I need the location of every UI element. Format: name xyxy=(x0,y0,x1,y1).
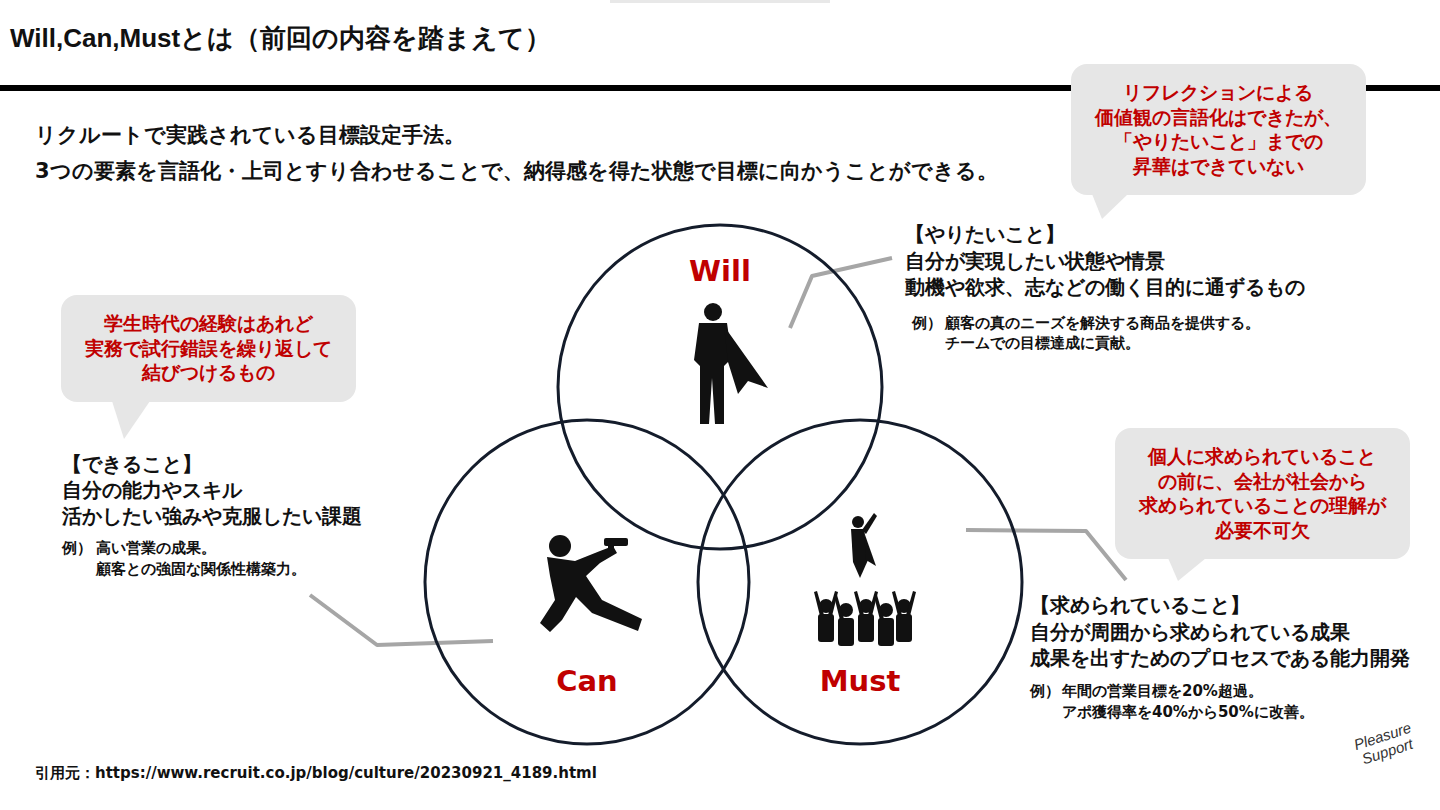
can-fighter-icon xyxy=(540,535,642,632)
intro-text: 3つの要素を言語化・上司とすり合わせることで、納得感を得た状態で目標に向かうこと… xyxy=(35,158,998,184)
description-text: 自分が実現したい状態や情景 xyxy=(905,249,1165,274)
watermark: Pleasure Support xyxy=(1343,717,1427,771)
callout-tail xyxy=(1090,194,1134,221)
must-crowd-icon xyxy=(814,591,916,646)
example-text: 年間の営業目標を20%超過。 xyxy=(1062,682,1263,701)
description-text: 自分が周囲から求められている成果 xyxy=(1030,620,1350,645)
callout-box: 学生時代の経験はあれど 実務で試行錯誤を繰り返して 結びつけるもの xyxy=(61,295,356,402)
description-text: 自分の能力やスキル xyxy=(62,478,242,503)
description-text: 動機や欲求、志などの働く目的に通ずるもの xyxy=(905,275,1305,300)
leader-line xyxy=(966,530,1126,580)
example-text: 顧客との強固な関係性構築力。 xyxy=(96,560,306,579)
example-text: アポ獲得率を40%から50%に改善。 xyxy=(1062,703,1314,722)
will-hero-icon xyxy=(694,303,768,424)
callout-box: 個人に求められていること の前に、会社が社会から 求められていることの理解が 必… xyxy=(1115,428,1410,559)
example-text: チームでの目標達成に貢献。 xyxy=(945,334,1140,353)
example-text: 高い営業の成果。 xyxy=(96,539,216,558)
circle-label: Must xyxy=(820,664,901,698)
callout-text: リフレクションによる 価値観の言語化はできたが、 「やりたいこと」までの 昇華は… xyxy=(1093,80,1344,179)
slide-title: Will,Can,Mustとは（前回の内容を踏まえて） xyxy=(10,22,551,55)
venn-circle: Can xyxy=(425,420,749,744)
callout-text: 個人に求められていること の前に、会社が社会から 求められていることの理解が 必… xyxy=(1137,444,1388,543)
callout-tail xyxy=(112,401,150,439)
circle-outline xyxy=(698,420,1022,744)
section-heading: 【求められていること】 xyxy=(1030,593,1250,618)
example-text: 顧客の真のニーズを解決する商品を提供する。 xyxy=(945,314,1260,333)
section-heading: 【やりたいこと】 xyxy=(905,222,1065,247)
description-text: 成果を出すためのプロセスである能力開発 xyxy=(1030,646,1410,671)
circle-label: Can xyxy=(556,664,618,698)
description-text: 活かしたい強みや克服したい課題 xyxy=(62,504,362,529)
top-tab xyxy=(610,0,830,3)
intro-text: リクルートで実践されている目標設定手法。 xyxy=(35,122,465,148)
callout-text: 学生時代の経験はあれど 実務で試行錯誤を繰り返して 結びつけるもの xyxy=(83,311,334,385)
callout-tail xyxy=(110,401,156,441)
leader-line xyxy=(790,258,892,328)
source-citation: 引用元：https://www.recruit.co.jp/blog/cultu… xyxy=(35,764,597,783)
circle-outline xyxy=(425,420,749,744)
callout-tail xyxy=(1166,558,1212,583)
example-marker: 例） xyxy=(1030,682,1060,701)
callout-tail xyxy=(1168,558,1206,581)
circle-label: Will xyxy=(689,254,751,288)
example-marker: 例） xyxy=(62,539,92,558)
venn-circle: Must xyxy=(698,420,1022,744)
example-marker: 例） xyxy=(912,314,942,333)
must-crowd-icon xyxy=(851,513,877,578)
callout-tail xyxy=(1092,194,1128,219)
section-heading: 【できること】 xyxy=(62,452,202,477)
leader-line xyxy=(310,595,493,645)
callout-box: リフレクションによる 価値観の言語化はできたが、 「やりたいこと」までの 昇華は… xyxy=(1071,64,1366,195)
